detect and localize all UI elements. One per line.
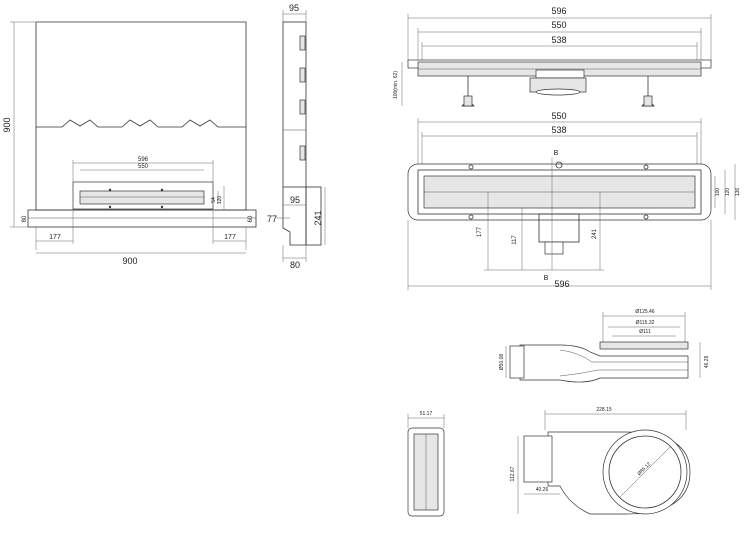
trap-top-dim-228: 228.15	[596, 407, 612, 413]
wall-dim-596: 596	[138, 157, 149, 163]
plan-dim-120: 120	[725, 188, 731, 197]
plan-dim-241: 241	[592, 228, 598, 239]
trap-top-view: 228.15 Ø85.12 112.67 40.26	[510, 407, 691, 515]
plan-dim-177: 177	[477, 226, 483, 237]
trap-dim-115: Ø115.32	[636, 320, 655, 326]
plan-view: 550 538 B B 100 120 136 177 117	[407, 111, 741, 290]
plan-dim-136: 136	[735, 188, 741, 197]
wall-dim-height-900: 900	[2, 117, 12, 132]
trap-left-view: 51.17	[407, 411, 445, 517]
trap-dim-50: Ø50.08	[499, 354, 505, 371]
front-dim-596: 596	[551, 6, 566, 16]
trap-dim-111: Ø111	[639, 329, 651, 335]
front-dim-550: 550	[551, 20, 566, 30]
trap-side-view: Ø125.46 Ø115.32 Ø111 Ø50.08 46.28	[499, 309, 710, 383]
plan-dim-596-bottom: 596	[554, 279, 569, 289]
wall-dim-80: 80	[22, 215, 28, 222]
wall-dim-177-left: 177	[49, 234, 61, 241]
wall-dim-54: 54	[211, 197, 217, 203]
side-dim-241: 241	[313, 210, 323, 225]
side-dim-77: 77	[267, 214, 277, 224]
side-view: 95 95 77 241 80	[267, 3, 326, 270]
plan-dim-550: 550	[551, 111, 566, 121]
side-dim-95: 95	[290, 195, 300, 205]
wall-dim-60: 60	[248, 215, 254, 222]
side-dim-95-top: 95	[289, 3, 299, 13]
trap-left-dim-51: 51.17	[420, 411, 433, 417]
front-view: 596 550 538 100(min. 62)	[393, 6, 712, 107]
side-dim-80: 80	[290, 260, 300, 270]
trap-top-dim-112: 112.67	[510, 466, 516, 481]
plan-dim-100: 100	[715, 188, 721, 197]
wall-dim-550: 550	[138, 164, 149, 170]
plan-label-b-top: B	[554, 150, 559, 157]
front-dim-538: 538	[551, 35, 566, 45]
trap-dim-46: 46.28	[704, 356, 710, 369]
wall-dim-120: 120	[217, 196, 223, 205]
wall-view: 596 550 54 120 900 80 60 177 177 900	[2, 21, 257, 266]
front-dim-100: 100(min. 62)	[393, 71, 399, 99]
wall-dim-width-900: 900	[122, 256, 137, 266]
trap-dim-125: Ø125.46	[635, 309, 654, 315]
trap-top-dim-40: 40.26	[536, 487, 549, 493]
wall-dim-177-right: 177	[224, 234, 236, 241]
plan-dim-538: 538	[551, 125, 566, 135]
plan-dim-117: 117	[512, 235, 518, 245]
plan-label-b-bottom: B	[544, 275, 549, 282]
